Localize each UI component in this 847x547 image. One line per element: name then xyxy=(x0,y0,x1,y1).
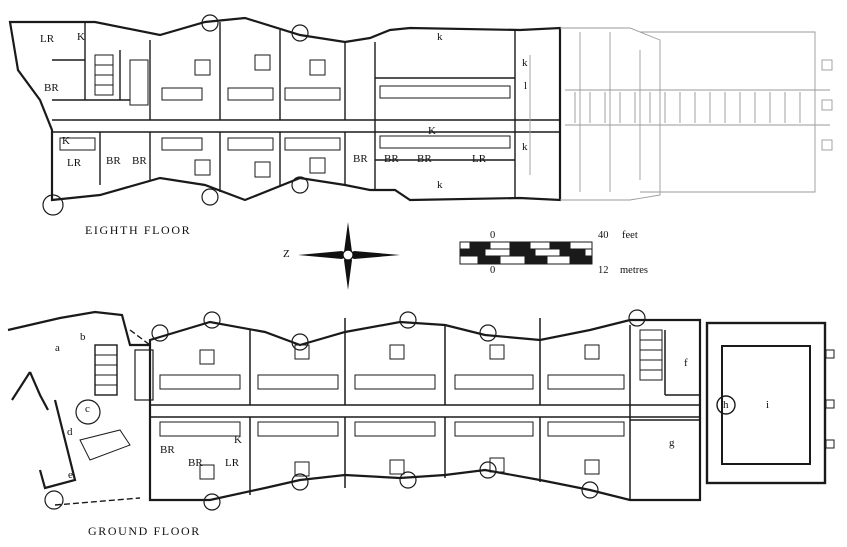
scale-bar xyxy=(459,241,593,265)
eighth-lr-top: LR xyxy=(40,33,55,45)
eighth-floor-caption: EIGHTH FLOOR xyxy=(85,223,192,237)
ground-br-1: BR xyxy=(160,444,175,456)
eighth-br-top: BR xyxy=(44,82,59,94)
eighth-k-left: K xyxy=(62,135,70,147)
eighth-floor-outline xyxy=(8,16,562,202)
ground-b: b xyxy=(80,331,86,343)
scale-feet-zero: 0 xyxy=(490,230,496,241)
ground-c: c xyxy=(85,403,90,415)
scale-feet-unit: feet xyxy=(622,230,638,241)
eighth-br-5: BR xyxy=(417,153,432,165)
ground-floor-caption: GROUND FLOOR xyxy=(88,524,201,538)
eighth-br-2: BR xyxy=(132,155,147,167)
eighth-br-1: BR xyxy=(106,155,121,167)
eighth-k-top: K xyxy=(77,31,85,43)
compass-rose-icon xyxy=(298,222,400,290)
ground-k: K xyxy=(234,434,242,446)
eighth-lr-right: LR xyxy=(472,153,487,165)
scale-metres-zero: 0 xyxy=(490,265,496,276)
compass-letter: Z xyxy=(283,248,290,260)
ground-a: a xyxy=(55,342,60,354)
eighth-br-4: BR xyxy=(384,153,399,165)
ground-e: e xyxy=(68,469,73,481)
eighth-l-small: l xyxy=(524,80,528,92)
eighth-lr-left: LR xyxy=(67,157,82,169)
scale-metres-unit: metres xyxy=(620,265,648,276)
eighth-k-mid-top: k xyxy=(437,31,443,43)
eighth-floor-plan xyxy=(8,14,833,216)
ground-lr: LR xyxy=(225,457,240,469)
eighth-br-3: BR xyxy=(353,153,368,165)
ground-floor-plan xyxy=(7,309,835,511)
eighth-k-mid-bottom: k xyxy=(437,179,443,191)
scale-metres-max: 12 xyxy=(598,265,609,276)
ground-h: h xyxy=(723,399,729,411)
eighth-k-small-2: k xyxy=(522,141,528,153)
ground-g: g xyxy=(669,437,675,449)
ground-i: i xyxy=(766,399,770,411)
ground-f: f xyxy=(684,357,688,369)
scale-feet-max: 40 xyxy=(598,230,609,241)
eighth-k-small-1: k xyxy=(522,57,528,69)
ground-br-2: BR xyxy=(188,457,203,469)
ground-d: d xyxy=(67,426,73,438)
eighth-k-center: K xyxy=(428,125,436,137)
